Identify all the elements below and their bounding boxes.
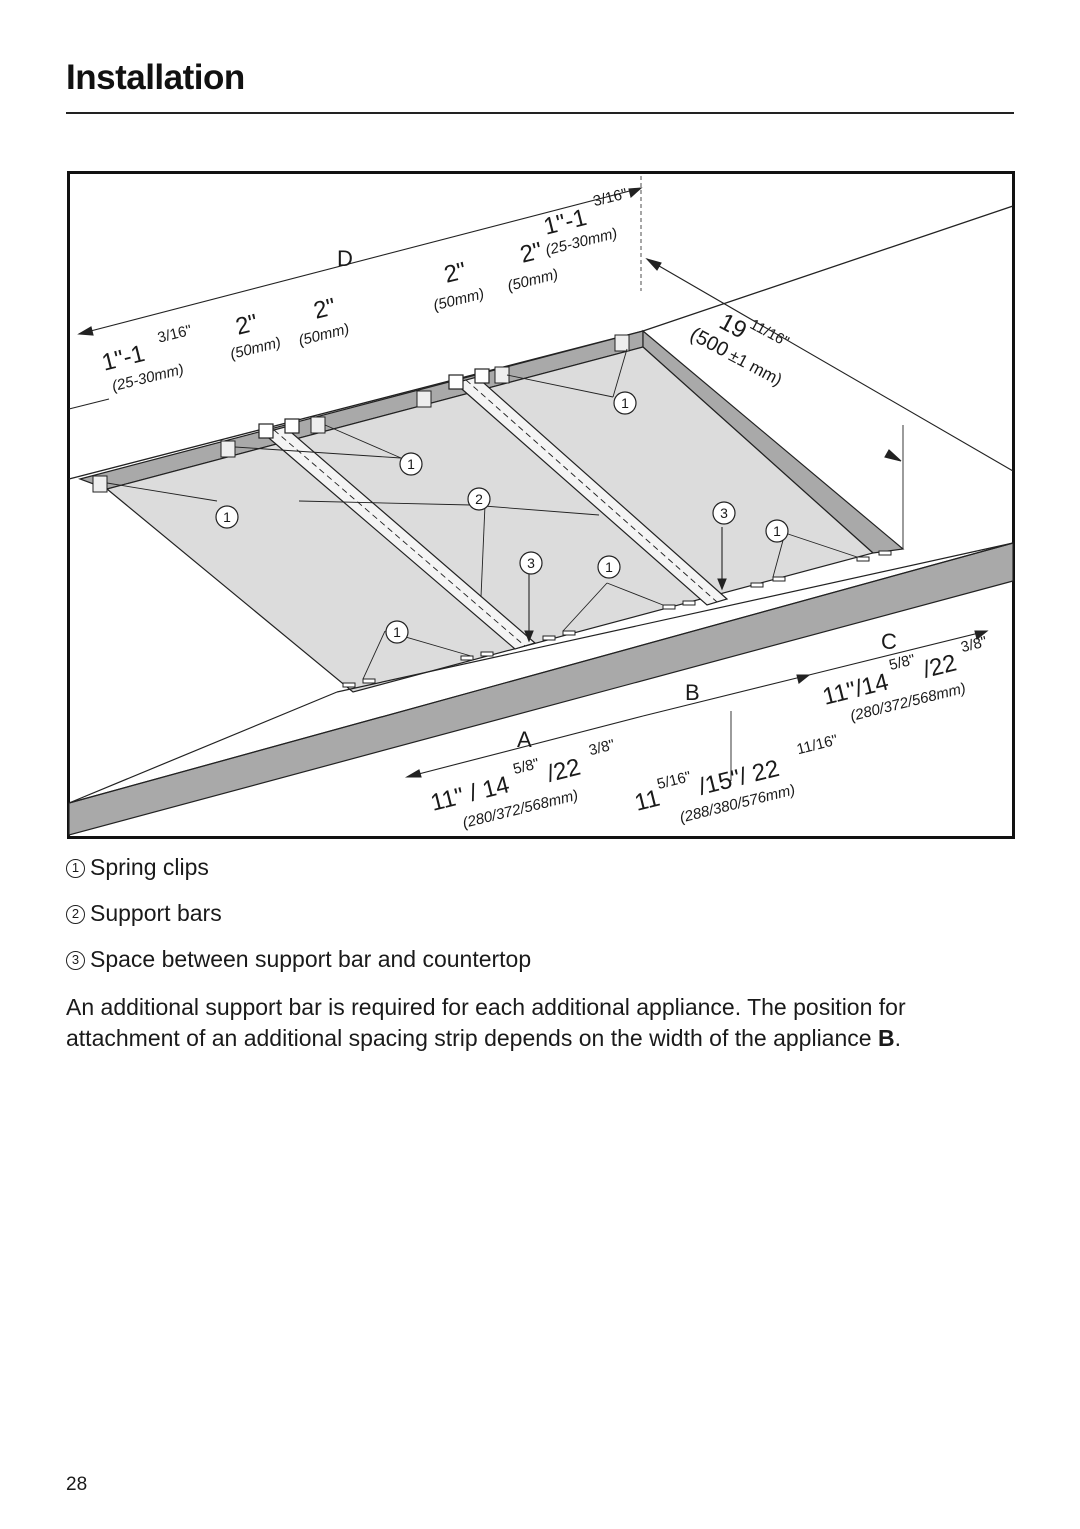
- callout-1-a: 1: [215, 505, 239, 529]
- legend-number: 2: [66, 904, 85, 924]
- legend-item-space: 3 Space between support bar and countert…: [66, 945, 1016, 975]
- svg-text:1: 1: [393, 624, 401, 640]
- page-number: 28: [66, 1474, 88, 1495]
- spring-clips: [92, 334, 630, 493]
- support-bar-left: [258, 418, 537, 650]
- legend-item-support-bars: 2 Support bars: [66, 899, 1016, 929]
- label-C: C: [881, 629, 897, 654]
- callout-1-b: 1: [399, 452, 423, 476]
- diagram-svg: 1 1 1 2 3 1 3 1 1 D A B C 1"-1 3/16" (25…: [67, 171, 1015, 839]
- page-title: Installation: [66, 58, 245, 97]
- callout-1-e: 1: [765, 519, 789, 543]
- callout-1-f: 1: [385, 620, 409, 644]
- label-B: B: [685, 680, 700, 705]
- note-bold-label: B: [877, 1025, 895, 1051]
- svg-text:1: 1: [621, 395, 629, 411]
- installation-diagram: 1 1 1 2 3 1 3 1 1 D A B C 1"-1 3/16" (25…: [67, 171, 1015, 839]
- legend-item-spring-clips: 1 Spring clips: [66, 853, 1016, 883]
- callout-2: 2: [467, 487, 491, 511]
- note-period: .: [894, 1025, 901, 1051]
- callout-1-c: 1: [613, 391, 637, 415]
- legend-text: Spring clips: [90, 854, 209, 881]
- svg-text:3/8": 3/8": [587, 736, 617, 759]
- note-text: An additional support bar is required fo…: [66, 994, 906, 1051]
- floor-clip-ticks: [342, 550, 892, 688]
- support-bar-right: [448, 368, 729, 606]
- svg-text:5/8": 5/8": [511, 755, 541, 778]
- leader-lines: [106, 348, 858, 680]
- svg-text:3/8": 3/8": [959, 633, 989, 656]
- legend-text: Space between support bar and countertop: [90, 946, 532, 973]
- legend-number: 3: [66, 950, 85, 970]
- callout-3-a: 3: [519, 551, 543, 575]
- svg-text:3: 3: [720, 505, 728, 521]
- svg-text:1: 1: [605, 559, 613, 575]
- legend: 1 Spring clips 2 Support bars 3 Space be…: [66, 853, 1016, 991]
- legend-text: Support bars: [90, 900, 222, 927]
- note-paragraph: An additional support bar is required fo…: [66, 992, 1016, 1054]
- cutout-floor: [105, 346, 875, 693]
- callout-3-b: 3: [712, 501, 736, 525]
- svg-text:1: 1: [773, 523, 781, 539]
- title-divider: [66, 112, 1014, 114]
- dimension-lines: [68, 176, 1014, 781]
- callout-1-d: 1: [597, 555, 621, 579]
- svg-text:1: 1: [407, 456, 415, 472]
- legend-number: 1: [66, 858, 85, 878]
- svg-text:3: 3: [527, 555, 535, 571]
- label-D: D: [337, 246, 353, 271]
- svg-text:5/8": 5/8": [887, 651, 917, 674]
- svg-text:1: 1: [223, 509, 231, 525]
- svg-text:2: 2: [475, 491, 483, 507]
- space-arrows: [524, 527, 727, 643]
- label-A: A: [517, 727, 532, 752]
